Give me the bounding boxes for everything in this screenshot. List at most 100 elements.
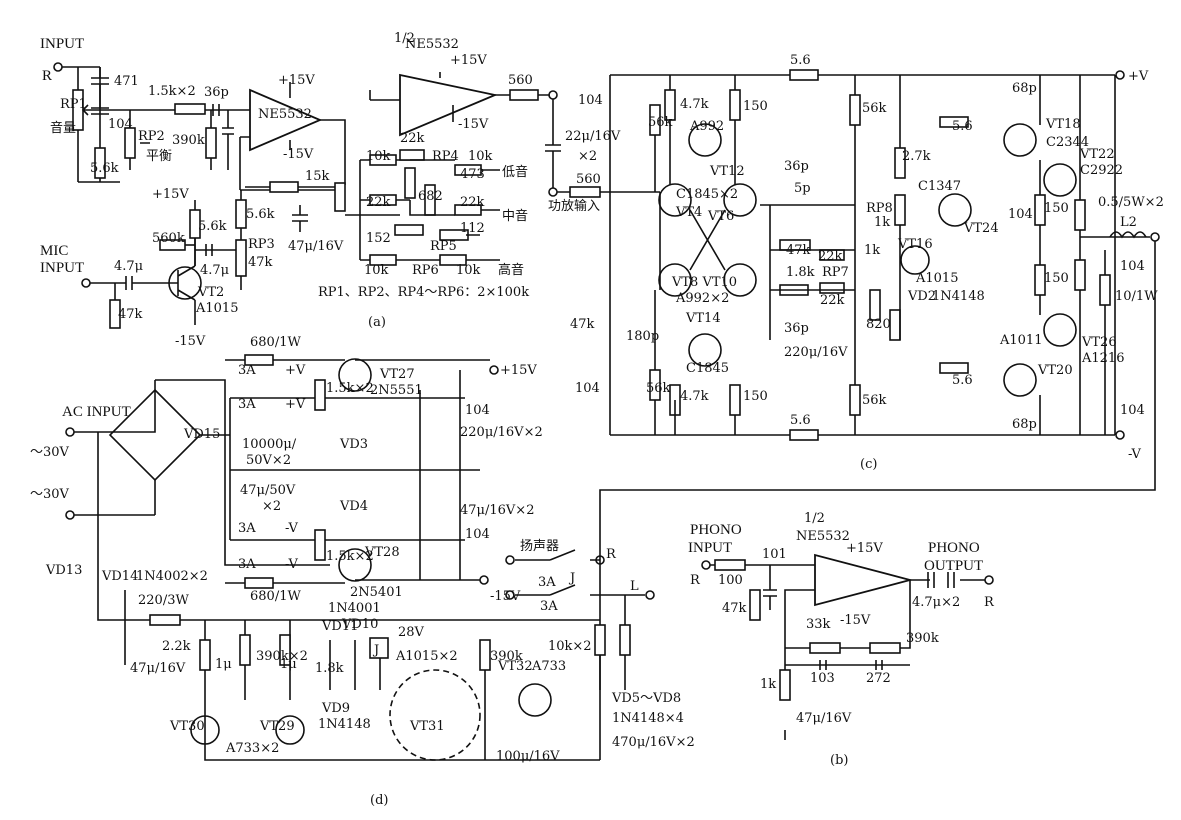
label-3a-sw1: 3A [538, 575, 556, 590]
label-272: 272 [866, 671, 891, 686]
label-560-a: 560 [508, 73, 533, 88]
label-152: 152 [366, 231, 391, 246]
label-minus-v-d1: -V [285, 521, 298, 536]
label-vd10: VD10 [341, 617, 378, 632]
label-5-6k-a: 5.6k [90, 161, 119, 176]
label-3a-c: 3A [238, 521, 256, 536]
label-1-8k: 1.8k [786, 265, 815, 280]
label-820: 820 [866, 317, 891, 332]
label-vt20: VT20 [1037, 363, 1073, 378]
label-5-6-a: 5.6 [790, 53, 811, 68]
section-b [701, 553, 994, 740]
label-minus15v-a1: -15V [283, 147, 314, 162]
label-30v-b: ～30V [30, 487, 70, 502]
label-vt31: VT31 [409, 719, 445, 734]
label-vt6: VT6 [707, 209, 734, 224]
label-plus15v-b: +15V [846, 541, 883, 556]
label-150-d: 150 [1044, 271, 1069, 286]
label-22k-c2: 22k [820, 293, 845, 308]
opamp-ne5532-b [814, 553, 914, 607]
label-36p: 36p [204, 85, 229, 100]
label-minus-v-d2: -V [285, 557, 298, 572]
label-101: 101 [762, 547, 787, 562]
label-390k-b: 390k [906, 631, 939, 646]
label-2n5401: 2N5401 [350, 585, 403, 600]
label-c1347: C1347 [918, 179, 961, 194]
label-vt26: VT26 [1081, 335, 1117, 350]
label-5-6k-c: 5.6k [246, 207, 275, 222]
label-l-sw: L [630, 579, 639, 594]
label-vt12: VT12 [709, 164, 745, 179]
label-103: 103 [810, 671, 835, 686]
label-5-6-c: 5.6 [952, 119, 973, 134]
label-c1845: C1845 [686, 361, 729, 376]
label-vd15: VD15 [183, 427, 220, 442]
label-47u-16v-x2: 47μ/16V×2 [460, 503, 534, 518]
label-560k: 560k [152, 231, 185, 246]
label-3a-sw2: 3A [540, 599, 558, 614]
label-4-7u-a: 4.7μ [114, 259, 143, 274]
label-104-a: 104 [108, 117, 133, 132]
label-471: 471 [114, 74, 139, 89]
label-50v-x2: 50V×2 [246, 453, 291, 468]
label-phono-input: INPUT [688, 540, 732, 556]
label-30v-a: ～30V [30, 445, 70, 460]
label-vd14: VD14 [101, 569, 138, 584]
label-rp4: RP4 [432, 149, 459, 164]
label-33k: 33k [806, 617, 831, 632]
label-28v: 28V [398, 625, 425, 640]
label-180p: 180p [626, 329, 659, 344]
label-a992x2: A992×2 [675, 291, 729, 306]
label-1-5k-x2-b: 1.5k×2 [326, 549, 374, 564]
label-1k-c: 1k [864, 243, 880, 258]
opamp-ne5532-a2 [399, 73, 499, 137]
label-10k-b: 10k [468, 149, 493, 164]
label-682: 682 [418, 189, 443, 204]
label-104-c5: 104 [1120, 403, 1145, 418]
label-mic: MIC [40, 243, 68, 259]
label-473: 473 [460, 167, 485, 182]
label-a1015x2: A1015×2 [395, 649, 458, 664]
label-phono-r-out: R [984, 595, 995, 610]
label-1-5k: 1.5k×2 [148, 84, 196, 99]
label-balance: 平衡 [146, 149, 172, 164]
label-220u-x2: 220μ/16V×2 [460, 425, 543, 440]
label-plus-v: +V [1128, 69, 1149, 84]
label-5p: 5p [794, 181, 811, 196]
label-plus15v-a2: +15V [450, 53, 487, 68]
label-bass: 低音 [502, 164, 528, 180]
label-vd4: VD4 [339, 499, 368, 514]
label-1n4148-x4: 1N4148×4 [612, 711, 684, 726]
label-10000u: 10000μ/ [242, 437, 297, 452]
label-vt14: VT14 [685, 311, 721, 326]
label-10k-x2: 10k×2 [548, 639, 592, 654]
label-100u-16v: 100μ/16V [496, 749, 560, 764]
label-2-7k: 2.7k [902, 149, 931, 164]
label-vt32: VT32 [497, 659, 533, 674]
label-vd3: VD3 [339, 437, 368, 452]
label-plus15v-mic: +15V [152, 187, 189, 202]
label-minus15v-b: -15V [840, 613, 871, 628]
label-vt18: VT18 [1045, 117, 1081, 132]
label-15k: 15k [305, 169, 330, 184]
label-390k: 390k [172, 133, 205, 148]
label-100: 100 [718, 573, 743, 588]
label-22k-c1: 22k [818, 249, 843, 264]
label-1n4002: 1N4002×2 [136, 569, 208, 584]
label-47u-16v-d: 47μ/16V [130, 661, 186, 676]
label-56k-a: 56k [648, 115, 673, 130]
label-section-d: (d) [370, 793, 388, 808]
label-0-5-5w: 0.5/5W×2 [1098, 195, 1164, 210]
label-1k-b: 1k [760, 677, 776, 692]
label-47k-b: 47k [118, 307, 143, 322]
label-plus-v-d2: +V [285, 397, 306, 412]
label-vd5-vd8: VD5～VD8 [611, 691, 681, 706]
label-a1011: A1011 [999, 333, 1042, 348]
label-vt22: VT22 [1079, 147, 1115, 162]
label-minus15v-d: -15V [490, 589, 521, 604]
label-112: 112 [460, 221, 485, 236]
label-220u: 220μ/16V [784, 345, 848, 360]
label-rp5: RP5 [430, 239, 457, 254]
label-470u-x2: 470μ/16V×2 [612, 735, 695, 750]
label-r-sw: R [606, 547, 617, 562]
